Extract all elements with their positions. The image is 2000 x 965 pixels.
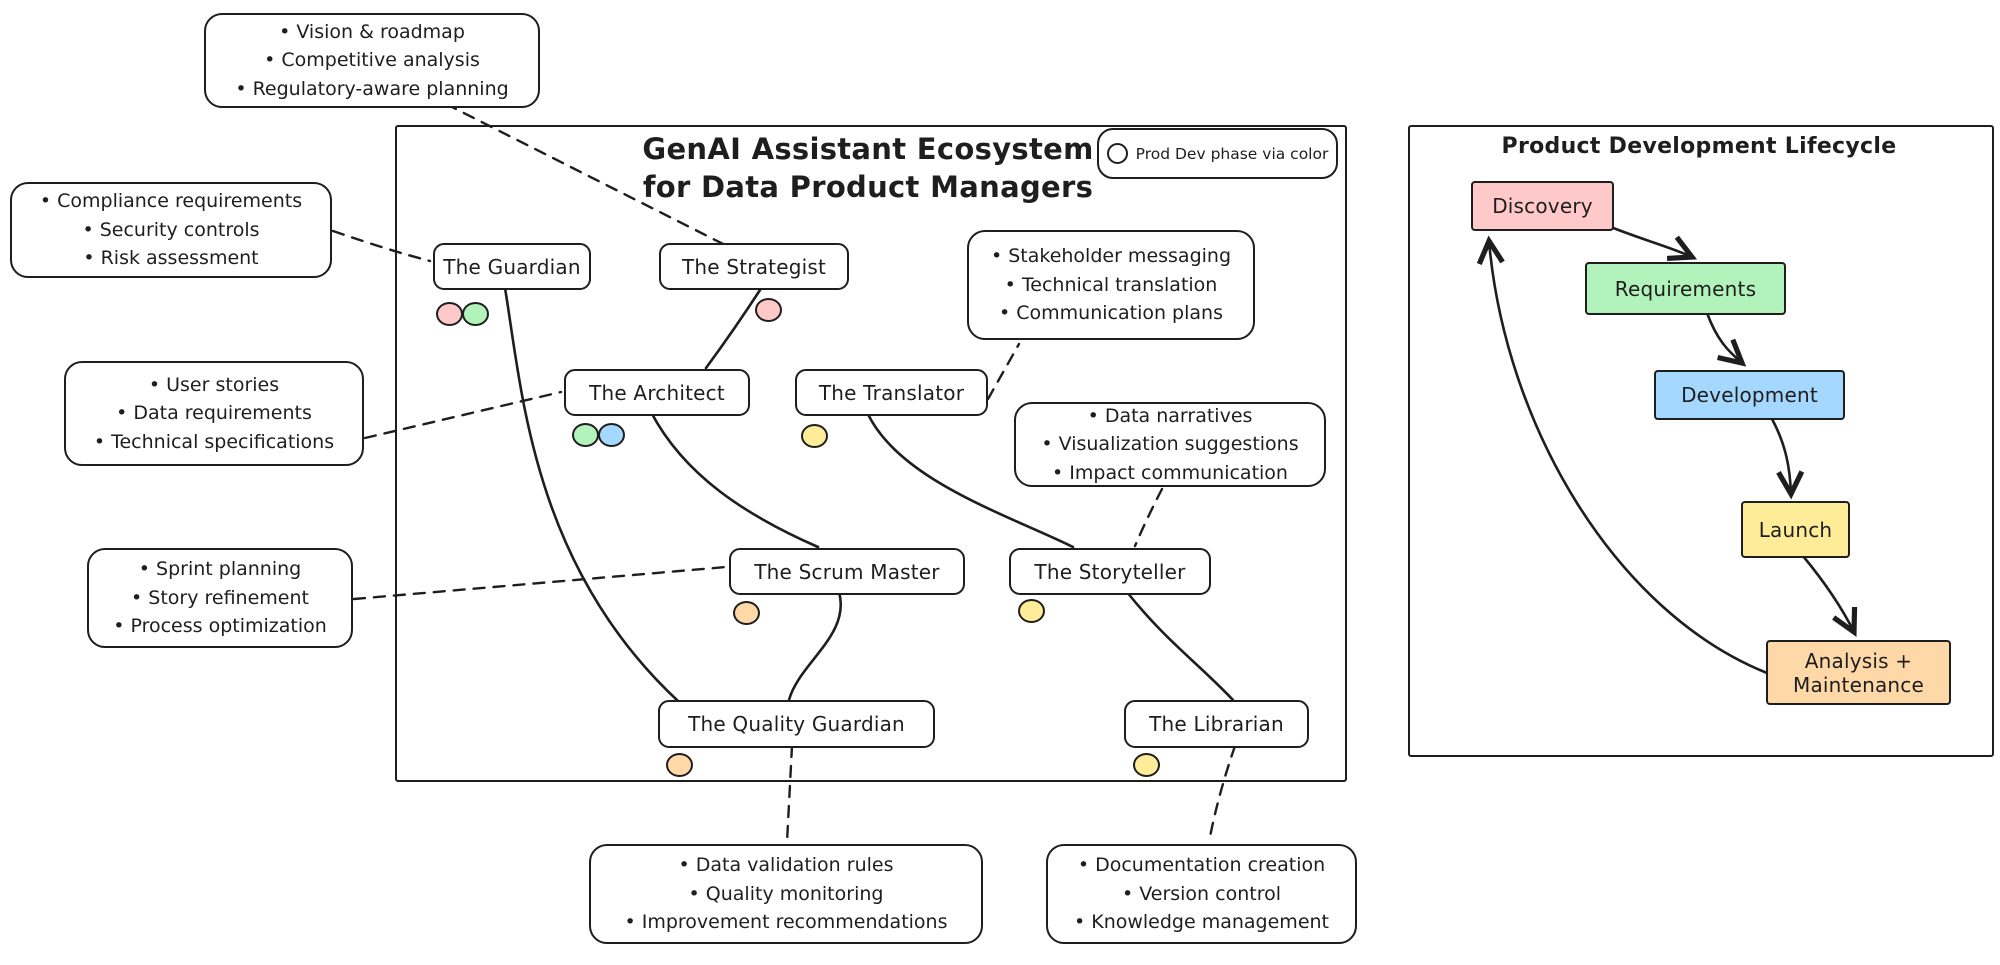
lifecycle-stage-development[interactable]: Development [1654, 370, 1845, 420]
lifecycle-stage-requirements[interactable]: Requirements [1585, 262, 1786, 315]
role-box-the-storyteller[interactable]: The Storyteller [1009, 548, 1211, 595]
callout-storyteller-capabilities[interactable]: Data narratives Visualization suggestion… [1014, 402, 1326, 487]
phase-dot-scrum-master-1[interactable] [733, 601, 760, 625]
callout-item: Security controls [82, 216, 260, 245]
role-box-the-librarian[interactable]: The Librarian [1124, 700, 1309, 748]
callout-translator-capabilities[interactable]: Stakeholder messaging Technical translat… [967, 230, 1255, 340]
callout-item: Impact communication [1052, 459, 1288, 488]
callout-scrum-master-capabilities[interactable]: Sprint planning Story refinement Process… [87, 548, 353, 648]
lifecycle-stage-discovery[interactable]: Discovery [1471, 181, 1614, 231]
arrow-analysis-discovery [1476, 235, 1769, 675]
phase-dot-architect-2[interactable] [598, 423, 625, 447]
callout-item: Stakeholder messaging [991, 242, 1231, 271]
edge-storyteller-librarian [1125, 590, 1235, 702]
callout-item: Quality monitoring [689, 880, 884, 909]
phase-dot-translator-1[interactable] [801, 424, 828, 448]
phase-dot-guardian-1[interactable] [436, 302, 463, 326]
callout-guardian-capabilities[interactable]: Compliance requirements Security control… [10, 182, 332, 278]
edge-guardian-quality-guardian [503, 286, 680, 703]
callout-quality-guardian-capabilities[interactable]: Data validation rules Quality monitoring… [589, 844, 983, 944]
callout-strategist-capabilities[interactable]: Vision & roadmap Competitive analysis Re… [204, 13, 540, 108]
callout-item: Documentation creation [1078, 851, 1325, 880]
callout-item: Regulatory-aware planning [235, 75, 509, 104]
link-translator-stakeholder [986, 342, 1021, 401]
callout-item: Data validation rules [679, 851, 894, 880]
role-box-the-guardian[interactable]: The Guardian [433, 243, 591, 290]
callout-item: Story refinement [131, 584, 309, 613]
callout-item: Risk assessment [83, 244, 259, 273]
arrow-development-launch [1770, 417, 1805, 500]
phase-dot-architect-1[interactable] [572, 423, 599, 447]
callout-item: Visualization suggestions [1041, 430, 1299, 459]
role-box-the-architect[interactable]: The Architect [564, 369, 750, 416]
arrow-requirements-development [1705, 311, 1747, 367]
callout-item: Data requirements [116, 399, 312, 428]
callout-architect-capabilities[interactable]: User stories Data requirements Technical… [64, 361, 364, 466]
page-title-line1: GenAI Assistant Ecosystem [642, 132, 1094, 166]
link-userstories-architect [363, 390, 563, 440]
role-box-the-quality-guardian[interactable]: The Quality Guardian [658, 700, 935, 748]
role-box-the-strategist[interactable]: The Strategist [659, 243, 849, 290]
callout-item: Competitive analysis [264, 46, 480, 75]
callout-librarian-capabilities[interactable]: Documentation creation Version control K… [1046, 844, 1357, 944]
callout-item: Vision & roadmap [279, 18, 465, 47]
link-sprint-scrum-master [352, 565, 728, 601]
edge-scrum-master-quality-guardian [787, 590, 843, 702]
phase-dot-strategist-1[interactable] [755, 298, 782, 322]
link-narratives-storyteller [1133, 487, 1164, 548]
edge-strategist-architect [704, 285, 764, 370]
ecosystem-frame [395, 125, 1347, 782]
phase-dot-guardian-2[interactable] [462, 302, 489, 326]
callout-item: Communication plans [999, 299, 1223, 328]
lifecycle-title: Product Development Lifecycle [1501, 134, 1897, 159]
callout-item: Data narratives [1088, 402, 1253, 431]
lifecycle-stage-analysis-maintenance[interactable]: Analysis + Maintenance [1766, 640, 1951, 705]
role-box-the-scrum-master[interactable]: The Scrum Master [729, 548, 965, 595]
role-box-the-translator[interactable]: The Translator [795, 369, 988, 416]
page-title-line2: for Data Product Managers [642, 170, 1094, 205]
link-compliance-guardian [331, 229, 432, 263]
legend[interactable]: Prod Dev phase via color [1097, 128, 1338, 179]
legend-label: Prod Dev phase via color [1135, 144, 1329, 163]
link-librarian-documentation [1207, 744, 1237, 844]
callout-item: Version control [1122, 880, 1281, 909]
callout-item: Process optimization [113, 612, 326, 641]
callout-item: Knowledge management [1074, 908, 1329, 937]
callout-item: User stories [149, 371, 279, 400]
phase-dot-quality-guardian-1[interactable] [666, 753, 693, 777]
callout-item: Sprint planning [139, 555, 301, 584]
page-title: GenAI Assistant Ecosystem for Data Produ… [618, 130, 1118, 207]
phase-dot-librarian-1[interactable] [1133, 753, 1160, 777]
edge-translator-storyteller [865, 410, 1075, 549]
link-quality-validation [785, 744, 794, 844]
callout-item: Improvement recommendations [624, 908, 948, 937]
callout-item: Technical specifications [94, 428, 334, 457]
callout-item: Technical translation [1005, 271, 1217, 300]
edge-architect-scrum-master [649, 410, 820, 549]
link-vision-strategist [444, 102, 737, 252]
circle-icon [1106, 143, 1128, 164]
lifecycle-stage-launch[interactable]: Launch [1741, 501, 1850, 558]
callout-item: Compliance requirements [40, 187, 302, 216]
phase-dot-storyteller-1[interactable] [1018, 599, 1045, 623]
arrow-launch-analysis [1801, 554, 1858, 637]
